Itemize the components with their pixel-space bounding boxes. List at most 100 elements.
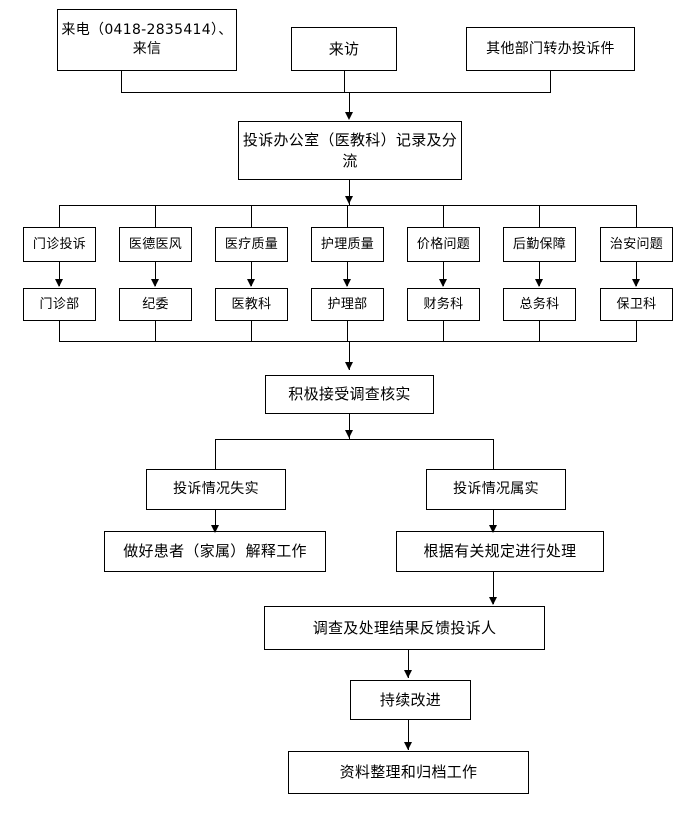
node-archive-work-label: 资料整理和归档工作 <box>339 763 478 782</box>
node-visit[interactable]: 来访 <box>291 27 397 71</box>
connector-cat1-dept1 <box>59 262 60 286</box>
connector-investigate-down <box>349 414 350 440</box>
connector-drop-cat-2 <box>155 205 156 227</box>
connector-cat3-dept3 <box>251 262 252 286</box>
node-feedback-label: 调查及处理结果反馈投诉人 <box>312 618 497 637</box>
node-dept-medical-education[interactable]: 医教科 <box>215 288 288 321</box>
connector-drop-cat-5 <box>443 205 444 227</box>
connector-branch-split-bar <box>215 439 494 440</box>
arrow-cat5-dept5 <box>439 279 447 287</box>
node-cat-medical-quality[interactable]: 医疗质量 <box>215 227 288 262</box>
connector-dept6-up <box>539 321 540 342</box>
connector-drop-cat-6 <box>539 205 540 227</box>
connector-sources-merge-bar <box>121 92 551 93</box>
node-intake-office[interactable]: 投诉办公室（医教科）记录及分流 <box>238 121 462 180</box>
connector-merge-to-investigate <box>349 341 350 370</box>
node-explain-to-patient-label: 做好患者（家属）解释工作 <box>123 542 307 561</box>
arrow-cat4-dept4 <box>343 279 351 287</box>
arrow-cat7-dept7 <box>632 279 640 287</box>
node-cat-outpatient-label: 门诊投诉 <box>32 236 87 252</box>
node-handle-by-rules[interactable]: 根据有关规定进行处理 <box>396 531 604 572</box>
node-dept-finance-label: 财务科 <box>423 296 464 312</box>
node-false-case[interactable]: 投诉情况失实 <box>146 469 286 510</box>
node-dept-nursing[interactable]: 护理部 <box>311 288 384 321</box>
node-intake-office-label: 投诉办公室（医教科）记录及分流 <box>242 131 458 170</box>
connector-cat5-dept5 <box>443 262 444 286</box>
node-call-letter[interactable]: 来电（0418-2835414）、来信 <box>57 9 237 71</box>
connector-call-letter-down <box>121 71 122 93</box>
connector-drop-cat-4 <box>347 205 348 227</box>
arrow-to-branch-split <box>345 430 353 438</box>
connector-departments-merge-bar <box>59 341 637 342</box>
node-explain-to-patient[interactable]: 做好患者（家属）解释工作 <box>104 531 326 572</box>
node-dept-discipline-label: 纪委 <box>142 296 169 312</box>
node-investigate-label: 积极接受调查核实 <box>288 385 411 404</box>
arrow-to-intake <box>345 112 353 120</box>
node-handle-by-rules-label: 根据有关规定进行处理 <box>423 542 577 561</box>
node-cat-logistics-label: 后勤保障 <box>512 236 567 252</box>
arrow-cat6-dept6 <box>535 279 543 287</box>
connector-false-case-down <box>215 510 216 532</box>
connector-cat2-dept2 <box>155 262 156 286</box>
node-visit-label: 来访 <box>328 39 360 58</box>
node-true-case[interactable]: 投诉情况属实 <box>426 469 566 510</box>
node-dept-outpatient[interactable]: 门诊部 <box>23 288 96 321</box>
arrow-to-feedback <box>489 597 497 605</box>
node-cat-price-label: 价格问题 <box>416 236 471 252</box>
connector-drop-cat-1 <box>59 205 60 227</box>
arrow-cat3-dept3 <box>247 279 255 287</box>
connector-drop-cat-7 <box>636 205 637 227</box>
node-call-letter-label: 来电（0418-2835414）、来信 <box>61 22 233 57</box>
connector-improve-down <box>408 720 409 750</box>
connector-dept5-up <box>443 321 444 342</box>
connector-dept3-up <box>251 321 252 342</box>
node-dept-outpatient-label: 门诊部 <box>39 296 80 312</box>
arrow-to-handle <box>489 525 497 533</box>
node-cat-price[interactable]: 价格问题 <box>407 227 480 262</box>
connector-feedback-down <box>408 650 409 678</box>
node-investigate[interactable]: 积极接受调查核实 <box>265 375 434 414</box>
node-feedback[interactable]: 调查及处理结果反馈投诉人 <box>264 606 545 650</box>
connector-distribution-bar <box>59 205 637 206</box>
connector-cat4-dept4 <box>347 262 348 286</box>
node-dept-security[interactable]: 保卫科 <box>600 288 673 321</box>
node-cat-security-label: 治安问题 <box>609 236 664 252</box>
node-dept-discipline[interactable]: 纪委 <box>119 288 192 321</box>
node-false-case-label: 投诉情况失实 <box>173 481 259 498</box>
node-cat-ethics-label: 医德医风 <box>128 236 183 252</box>
node-cat-security[interactable]: 治安问题 <box>600 227 673 262</box>
node-cat-outpatient[interactable]: 门诊投诉 <box>23 227 96 262</box>
node-continuous-improvement[interactable]: 持续改进 <box>350 680 471 720</box>
node-cat-nursing-quality-label: 护理质量 <box>320 236 375 252</box>
node-continuous-improvement-label: 持续改进 <box>379 690 442 709</box>
connector-true-case-down <box>493 510 494 532</box>
node-transferred[interactable]: 其他部门转办投诉件 <box>466 27 635 71</box>
connector-handle-down <box>493 572 494 604</box>
connector-cat6-dept6 <box>539 262 540 286</box>
arrow-to-archive <box>404 742 412 750</box>
arrow-cat1-dept1 <box>55 279 63 287</box>
node-dept-security-label: 保卫科 <box>616 296 657 312</box>
connector-dept4-up <box>347 321 348 342</box>
arrow-to-distribution <box>345 196 353 204</box>
connector-cat7-dept7 <box>636 262 637 286</box>
connector-dept1-up <box>59 321 60 342</box>
node-dept-general-affairs-label: 总务科 <box>519 296 560 312</box>
node-dept-medical-education-label: 医教科 <box>231 296 272 312</box>
node-cat-medical-quality-label: 医疗质量 <box>224 236 279 252</box>
arrow-to-investigate <box>345 362 353 370</box>
node-cat-logistics[interactable]: 后勤保障 <box>503 227 576 262</box>
node-archive-work[interactable]: 资料整理和归档工作 <box>288 751 529 794</box>
connector-intake-down <box>349 180 350 206</box>
connector-branch-right-drop <box>493 439 494 469</box>
node-dept-finance[interactable]: 财务科 <box>407 288 480 321</box>
node-cat-nursing-quality[interactable]: 护理质量 <box>311 227 384 262</box>
node-true-case-label: 投诉情况属实 <box>453 481 539 498</box>
node-dept-general-affairs[interactable]: 总务科 <box>503 288 576 321</box>
arrow-to-improve <box>404 670 412 678</box>
node-cat-ethics[interactable]: 医德医风 <box>119 227 192 262</box>
node-transferred-label: 其他部门转办投诉件 <box>486 40 615 57</box>
connector-merge-to-intake <box>349 92 350 114</box>
arrow-cat2-dept2 <box>151 279 159 287</box>
